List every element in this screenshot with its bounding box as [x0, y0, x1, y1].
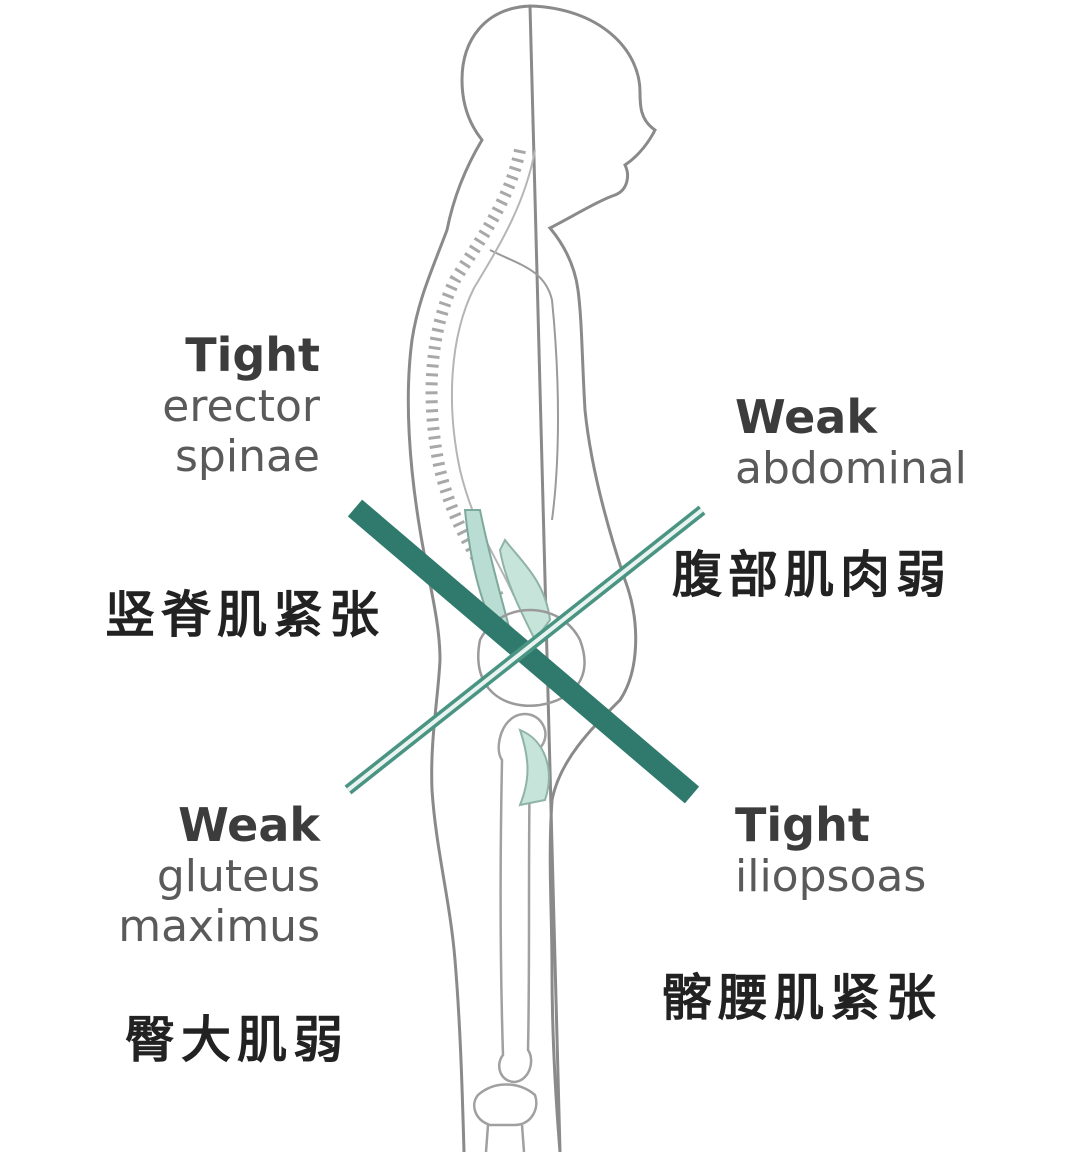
cn-iliopsoas: 髂腰肌紧张 — [662, 968, 942, 1027]
label-tight-iliopsoas: Tight iliopsoas — [735, 798, 975, 902]
cn-abdominal: 腹部肌肉弱 — [672, 545, 952, 604]
state-weak: Weak — [178, 798, 320, 852]
knee-bone — [473, 1083, 538, 1152]
gluteus-muscle — [518, 728, 550, 807]
muscle-erector: erector — [162, 380, 320, 432]
cn-gluteus-maximus: 臀大肌弱 — [125, 1010, 349, 1069]
muscle-iliopsoas: iliopsoas — [735, 850, 927, 902]
state-tight: Tight — [185, 328, 320, 382]
spine — [425, 148, 526, 603]
label-weak-gluteus-maximus: Weak gluteus maximus — [100, 798, 320, 952]
arm-outline — [489, 249, 559, 521]
muscle-abdominal: abdominal — [735, 442, 967, 494]
label-tight-erector-spinae: Tight erector spinae — [120, 328, 320, 482]
state-tight: Tight — [735, 798, 870, 852]
pelvis-bone — [477, 608, 586, 707]
weak-line — [344, 505, 706, 795]
cn-erector-spinae: 竖脊肌紧张 — [105, 585, 385, 644]
state-weak: Weak — [735, 390, 877, 444]
label-weak-abdominal: Weak abdominal — [735, 390, 995, 494]
muscle-spinae: spinae — [175, 430, 320, 482]
muscle-gluteus: gluteus — [156, 850, 320, 902]
muscle-maximus: maximus — [118, 900, 320, 952]
body-outline — [406, 4, 657, 1152]
